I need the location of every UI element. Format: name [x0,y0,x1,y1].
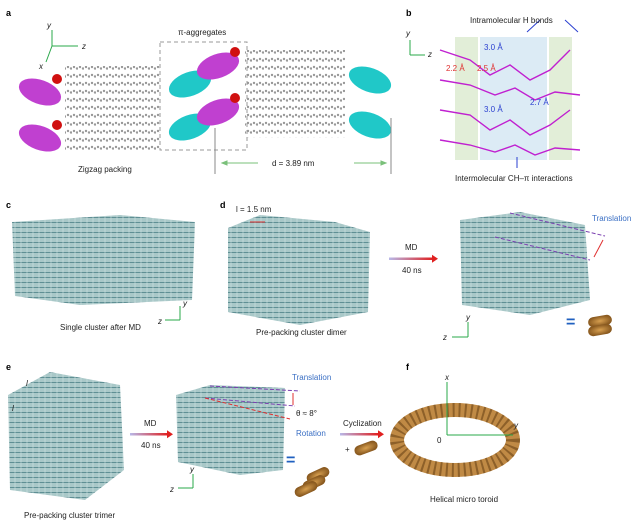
alkyl-chains-left [65,66,160,152]
distance-label: 2.7 Å [530,98,549,107]
length-label: l [26,379,28,388]
h-bonds-title: Intramolecular H bonds [470,16,553,25]
axes-icon [45,30,78,63]
distance-label: 3.0 Å [484,105,503,114]
panel-label-c: c [6,200,11,210]
panel-f: f x y 0 Helical micro toroid [390,362,520,504]
cluster-trimer [8,372,124,500]
molecule-sticks [439,49,581,156]
origin-label: 0 [437,436,442,445]
rotation-label: Rotation [296,429,326,438]
distance-label: 3.0 Å [484,43,503,52]
axis-y-label: y [189,465,195,474]
alkyl-chains-right [245,50,345,138]
axis-z-label: z [442,333,447,342]
h-bond-region [549,37,572,160]
plus-sign: + [345,445,350,454]
pointer-arrows [526,19,579,33]
length-label: l = 1.5 nm [236,205,272,214]
cyclization-arrow [340,433,378,436]
molecules [18,47,392,152]
capsule-dimer-icon [588,314,612,337]
axis-z-label: z [81,42,86,51]
axes-icon [178,474,194,489]
toroid-segments [390,403,520,477]
helical-toroid [390,403,520,477]
panel-label-f: f [406,362,410,372]
axes-icon [452,322,469,338]
zigzag-packing-caption: Zigzag packing [78,165,132,174]
panel-label-a: a [6,8,12,18]
translation-label: Translation [292,373,331,382]
md-label: MD [144,419,157,428]
arrowhead [378,430,384,439]
axis-z-label: z [157,317,162,326]
axis-y-label: y [513,421,519,430]
axis-y-label: y [46,21,52,30]
pi-aggregates-label: π-aggregates [178,28,226,37]
distance-markers [214,118,392,174]
distance-label: 2.5 Å [477,64,496,73]
panel-e: e l l Pre-packing cluster trimer MD 40 n… [6,362,384,520]
cluster-trimer-after-md [176,385,285,475]
md-time-label: 40 ns [402,266,422,275]
ch-pi-region [480,37,547,160]
axis-y-label: y [465,313,471,322]
single-cluster [12,215,195,305]
axes-icon [446,382,513,436]
panel-c: c Single cluster after MD y z [6,200,195,332]
length-label: l [12,404,14,413]
axis-z-label: z [427,50,432,59]
equals-sign: = [566,314,575,331]
cluster-dimer [228,215,370,325]
h-bond-region [455,37,478,160]
arrowhead [432,254,438,263]
panel-label-b: b [406,8,412,18]
distance-label: 2.2 Å [446,64,465,73]
toroid-caption: Helical micro toroid [430,495,498,504]
cyclization-label: Cyclization [343,419,382,428]
md-arrow [389,257,433,260]
panel-label-e: e [6,362,11,372]
md-arrow [130,433,168,436]
distance-label: d = 3.89 nm [272,159,315,168]
translation-label: Translation [592,214,631,223]
md-label: MD [405,243,418,252]
equals-sign: = [286,452,295,469]
rotation-guide [204,397,291,420]
capsule-trimer-icon [294,467,330,497]
dimer-caption: Pre-packing cluster dimer [256,328,347,337]
distance-arrow [220,160,388,166]
panel-d: d l = 1.5 nm Pre-packing cluster dimer M… [220,200,631,342]
axis-x-label: x [38,62,44,71]
axis-z-label: z [169,485,174,494]
axes-icon [165,306,181,321]
axis-x-label: x [444,373,450,382]
cluster-dimer-after-md [460,212,590,315]
translation-guides [494,212,606,261]
panel-a: a y z x π-aggregates Zigzag packing d = [6,8,392,174]
cluster-caption: Single cluster after MD [60,323,141,332]
rotation-angle-label: θ ≈ 8° [296,409,317,418]
ch-pi-title: Intermolecular CH–π interactions [455,174,573,183]
capsule-icon [354,440,378,456]
panel-label-d: d [220,200,226,210]
translation-arrow [593,239,604,258]
panel-b: b y z Intramolecular H bonds 2.2 Å 2.5 Å… [405,8,581,183]
translation-guides [204,385,301,407]
arrowhead [167,430,173,439]
axis-y-label: y [182,299,188,308]
trimer-caption: Pre-packing cluster trimer [24,511,115,520]
md-time-label: 40 ns [141,441,161,450]
axis-y-label: y [405,29,411,38]
axes-icon [409,40,425,56]
